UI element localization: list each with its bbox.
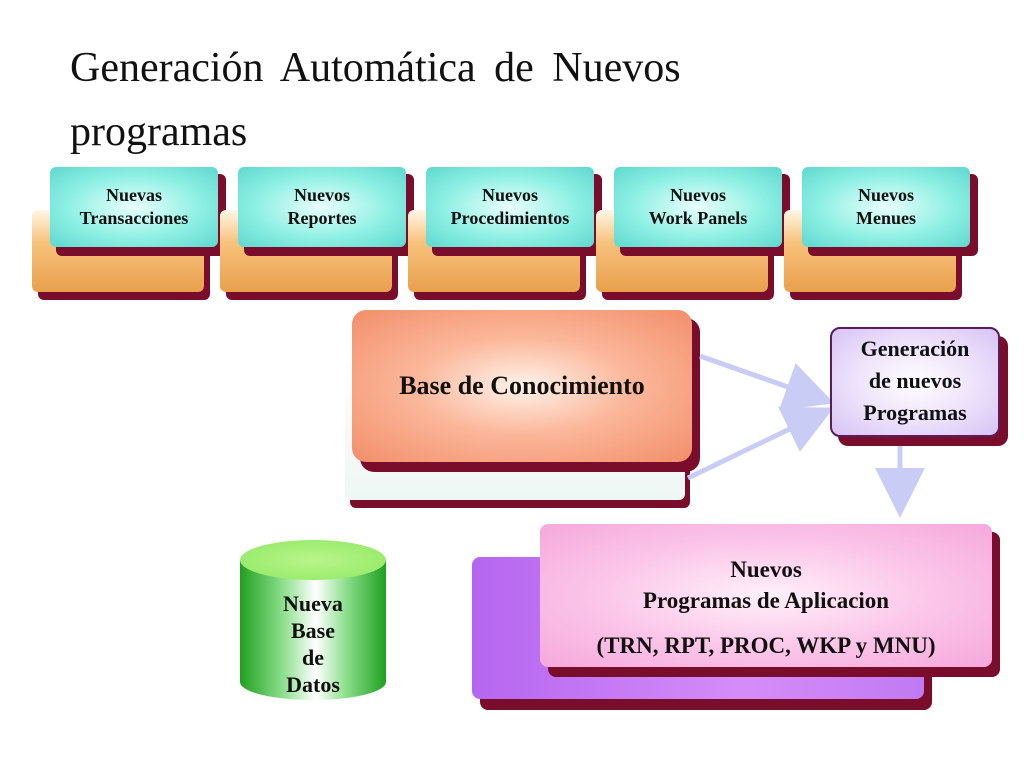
database-line2: Base <box>291 618 335 643</box>
database-cylinder: Nueva Base de Datos <box>240 540 386 700</box>
database-line3: de <box>302 645 324 670</box>
database-line1: Nueva <box>283 591 343 616</box>
input-label-line2: Menues <box>856 208 916 228</box>
input-label-line1: Nuevas <box>105 185 162 205</box>
input-label-line1: Nuevos <box>293 185 350 205</box>
arrow-kb-to-generation <box>699 353 835 411</box>
input-label-line2: Procedimientos <box>450 208 570 228</box>
database-line4: Datos <box>286 672 340 697</box>
new-programs-line3: (TRN, RPT, PROC, WKP y MNU) <box>596 633 936 658</box>
generation-line3: Programas <box>863 400 967 425</box>
generation-box: Generación de nuevos Programas <box>830 327 1000 437</box>
generation-line2: de nuevos <box>868 368 962 393</box>
new-programs-box: Nuevos Programas de Aplicacion (TRN, RPT… <box>540 524 992 667</box>
knowledge-base-box: Base de Conocimiento <box>352 310 692 462</box>
input-label-line1: Nuevos <box>857 185 914 205</box>
input-label-line1: Nuevos <box>481 185 538 205</box>
knowledge-base-label: Base de Conocimiento <box>399 371 645 400</box>
page-title: Generación Automática de Nuevos programa… <box>70 45 681 156</box>
arrow-kbback-to-generation <box>686 406 835 481</box>
input-label-line2: Reportes <box>287 208 357 228</box>
input-label-line1: Nuevos <box>669 185 726 205</box>
input-label-line2: Transacciones <box>79 208 189 228</box>
generation-line1: Generación <box>860 336 970 361</box>
new-programs-line1: Nuevos <box>730 557 802 582</box>
input-label-line2: Work Panels <box>648 208 748 228</box>
new-programs-line2: Programas de Aplicacion <box>642 588 890 613</box>
